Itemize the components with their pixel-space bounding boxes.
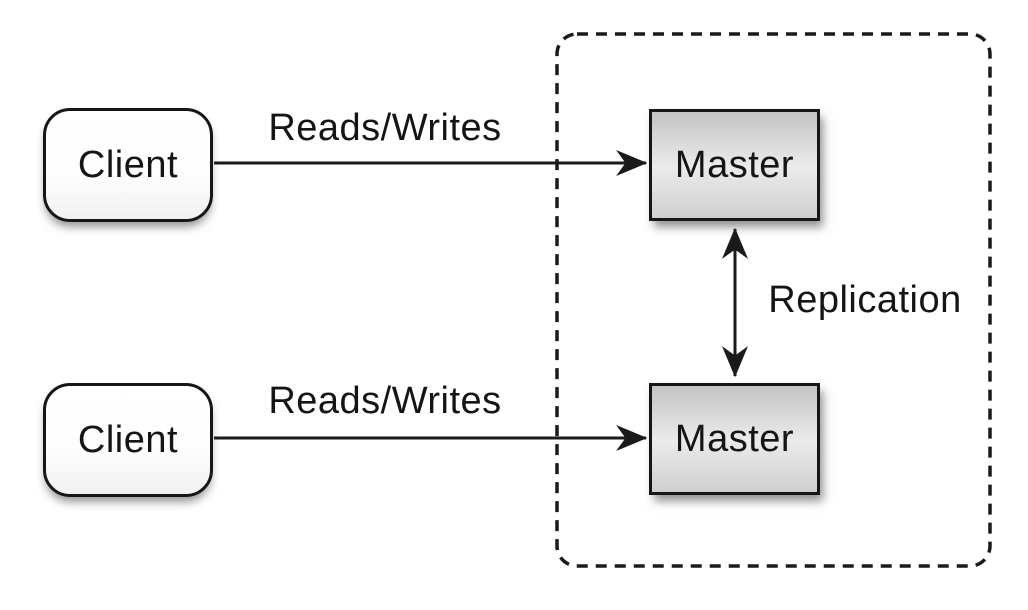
master-node-2-label: Master [674,417,795,460]
replication-label: Replication [768,279,962,321]
reads-writes-label-2: Reads/Writes [268,380,502,422]
master-node-2: Master [649,383,820,495]
client-node-1-label: Client [77,143,179,186]
reads-writes-label-1: Reads/Writes [268,107,502,149]
master-node-1: Master [649,109,820,221]
replication-boundary-dashed-box [555,32,992,568]
master-node-1-label: Master [674,143,795,186]
client-node-2: Client [43,383,213,497]
client-node-1: Client [43,108,213,222]
client-node-2-label: Client [77,418,179,461]
